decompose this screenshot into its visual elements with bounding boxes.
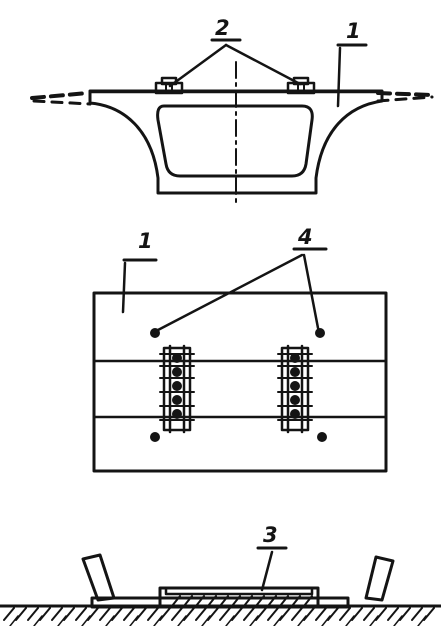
label-1-top: 1 xyxy=(346,19,361,43)
lifting-point-top-right xyxy=(315,328,325,338)
lifting-point-bottom-left xyxy=(150,432,160,442)
leader-4-right xyxy=(302,253,320,330)
bearing-block-left xyxy=(154,76,184,95)
girder-outline xyxy=(88,89,384,195)
cross-section-view: 2 1 xyxy=(30,16,434,207)
leader-2-left xyxy=(168,43,228,88)
right-dashed-wing xyxy=(376,91,434,97)
girder-inner-cell xyxy=(156,104,314,178)
chain-connector-right xyxy=(277,344,313,434)
left-support xyxy=(81,553,116,602)
label-1-plan: 1 xyxy=(138,229,153,253)
right-support xyxy=(364,555,395,602)
label-2: 2 xyxy=(215,16,230,40)
leader-1-plan-line xyxy=(121,261,127,314)
panel-outline xyxy=(92,291,388,473)
base-view: 3 xyxy=(0,523,441,626)
chain-connector-left xyxy=(159,344,195,434)
left-dashed-wing-lower xyxy=(32,99,92,106)
plan-view: 1 4 xyxy=(92,225,388,473)
left-dashed-wing xyxy=(30,91,90,100)
right-dashed-wing-lower xyxy=(376,95,434,103)
leader-2-right xyxy=(224,43,302,86)
label-3: 3 xyxy=(263,523,278,547)
label-4: 4 xyxy=(297,225,313,249)
platform-hatching xyxy=(171,595,313,607)
ground-hatching xyxy=(3,607,435,621)
leader-4-left xyxy=(156,253,304,332)
leader-3-line xyxy=(260,550,274,592)
ground-hatching-2 xyxy=(9,615,427,626)
lifting-point-bottom-right xyxy=(317,432,327,442)
leader-1-top-line xyxy=(336,46,342,108)
platform-top xyxy=(164,586,314,596)
